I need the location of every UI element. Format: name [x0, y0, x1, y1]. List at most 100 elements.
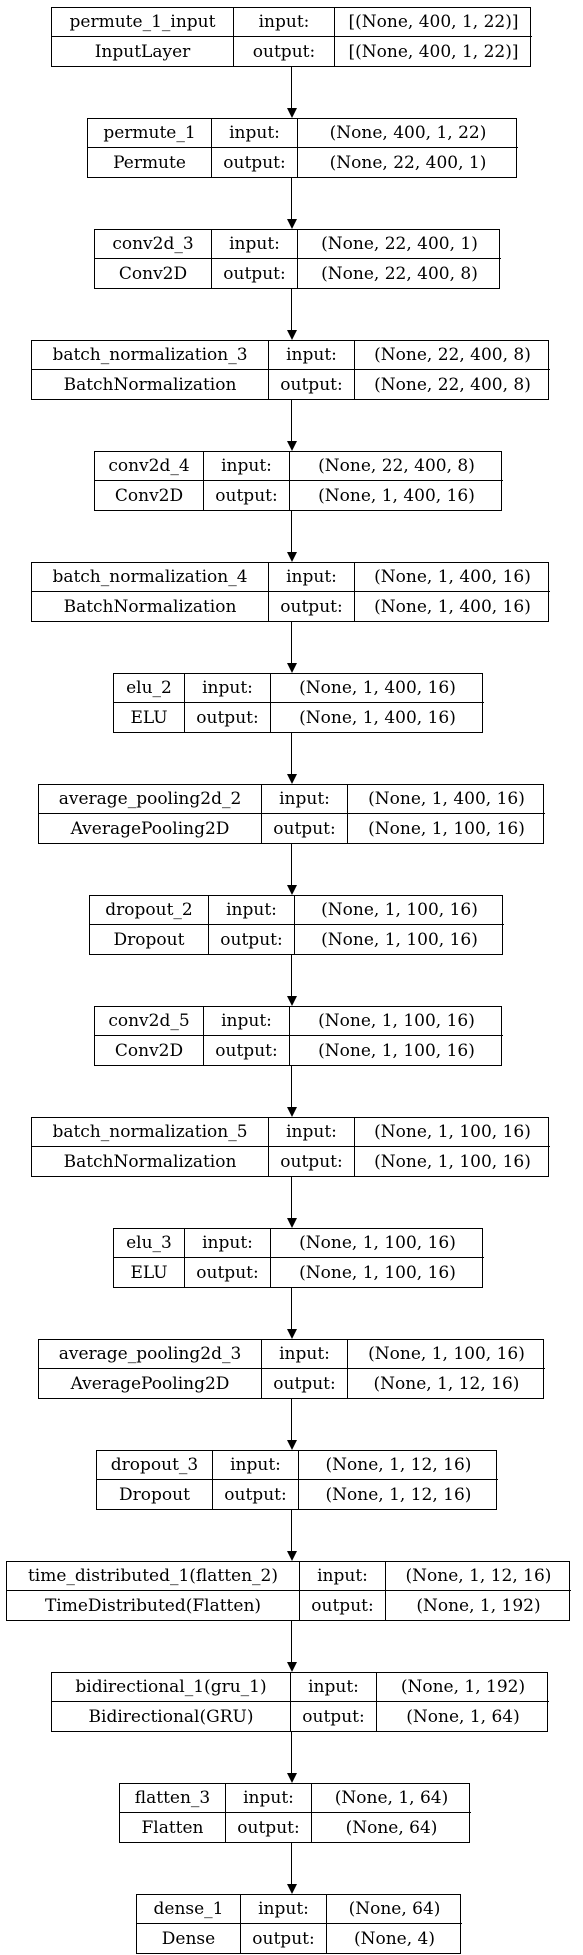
layer-type: TimeDistributed(Flatten) [7, 1591, 300, 1620]
connector-arrow [286, 1288, 297, 1339]
layer-type: Conv2D [95, 481, 204, 510]
layer-type: BatchNormalization [32, 1147, 269, 1176]
layer-type: Dropout [90, 925, 209, 954]
connector-arrow [286, 1177, 297, 1228]
layer-type: AveragePooling2D [39, 1369, 262, 1398]
layer-type: Flatten [120, 1813, 226, 1842]
output-label: output: [262, 1369, 348, 1398]
output-label: output: [291, 1702, 377, 1731]
input-shape: (None, 1, 100, 16) [295, 896, 504, 925]
connector-arrow [286, 622, 297, 673]
output-label: output: [185, 1258, 271, 1287]
output-label: output: [213, 1480, 299, 1509]
layer-type: BatchNormalization [32, 370, 269, 399]
output-shape: (None, 1, 100, 16) [299, 1262, 456, 1283]
connector-arrow [286, 844, 297, 895]
layer-type: Bidirectional(GRU) [52, 1702, 291, 1731]
output-shape: (None, 4) [353, 1928, 435, 1949]
output-label: output: [212, 259, 298, 288]
layer-type: BatchNormalization [32, 592, 269, 621]
input-shape: (None, 64) [327, 1895, 462, 1924]
layer-type: Dense [137, 1924, 241, 1953]
output-label: output: [241, 1924, 327, 1953]
layer-name: time_distributed_1(flatten_2) [7, 1562, 300, 1591]
input-label: input: [204, 1007, 290, 1036]
connector-arrow [286, 511, 297, 562]
layer-name: dense_1 [137, 1895, 241, 1924]
output-shape: (None, 1, 64) [406, 1706, 520, 1727]
connector-arrow [286, 1399, 297, 1450]
output-shape: [(None, 400, 1, 22)] [348, 41, 519, 62]
output-label: output: [185, 703, 271, 732]
output-label: output: [209, 925, 295, 954]
output-shape: (None, 1, 12, 16) [373, 1373, 520, 1394]
input-label: input: [300, 1562, 386, 1591]
output-shape: (None, 1, 100, 16) [368, 818, 525, 839]
input-label: input: [185, 1229, 271, 1258]
layer-name: batch_normalization_3 [32, 341, 269, 370]
output-label: output: [269, 1147, 355, 1176]
input-label: input: [269, 341, 355, 370]
layer-type: Conv2D [95, 259, 212, 288]
connector-arrow [286, 1510, 297, 1561]
output-shape: (None, 22, 400, 1) [329, 152, 487, 173]
output-shape: (None, 1, 400, 16) [318, 485, 475, 506]
input-shape: (None, 1, 400, 16) [348, 785, 545, 814]
input-shape: (None, 400, 1, 22) [298, 119, 518, 148]
input-label: input: [204, 452, 290, 481]
connector-arrow [286, 955, 297, 1006]
input-label: input: [241, 1895, 327, 1924]
layer-name: bidirectional_1(gru_1) [52, 1673, 291, 1702]
output-label: output: [262, 814, 348, 843]
input-shape: (None, 22, 400, 8) [355, 341, 550, 370]
layer-type: ELU [114, 1258, 185, 1287]
layer-name: dropout_2 [90, 896, 209, 925]
output-shape: (None, 1, 192) [416, 1595, 541, 1616]
layer-name: flatten_3 [120, 1784, 226, 1813]
input-label: input: [262, 785, 348, 814]
output-label: output: [226, 1813, 312, 1842]
input-shape: (None, 1, 400, 16) [355, 563, 550, 592]
input-shape: (None, 22, 400, 8) [290, 452, 503, 481]
layer-node-bidirectional-1-gru-1: bidirectional_1(gru_1)input:(None, 1, 19… [51, 1672, 549, 1732]
connector-arrow [286, 1066, 297, 1117]
input-shape: (None, 1, 100, 16) [290, 1007, 503, 1036]
input-shape: (None, 22, 400, 1) [298, 230, 501, 259]
input-label: input: [262, 1340, 348, 1369]
connector-arrow [286, 400, 297, 451]
input-label: input: [185, 674, 271, 703]
layer-type: Permute [88, 148, 212, 177]
output-label: output: [269, 592, 355, 621]
layer-name: batch_normalization_5 [32, 1118, 269, 1147]
output-label: output: [269, 370, 355, 399]
output-label: output: [212, 148, 298, 177]
output-shape: (None, 1, 100, 16) [374, 1151, 531, 1172]
input-label: input: [234, 8, 335, 37]
output-label: output: [234, 37, 335, 66]
output-label: output: [204, 1036, 290, 1065]
input-label: input: [212, 230, 298, 259]
layer-name: conv2d_4 [95, 452, 204, 481]
input-label: input: [212, 119, 298, 148]
input-label: input: [269, 563, 355, 592]
layer-name: average_pooling2d_2 [39, 785, 262, 814]
output-label: output: [300, 1591, 386, 1620]
output-shape: (None, 1, 400, 16) [299, 707, 456, 728]
connector-arrow [286, 178, 297, 229]
layer-name: conv2d_5 [95, 1007, 204, 1036]
